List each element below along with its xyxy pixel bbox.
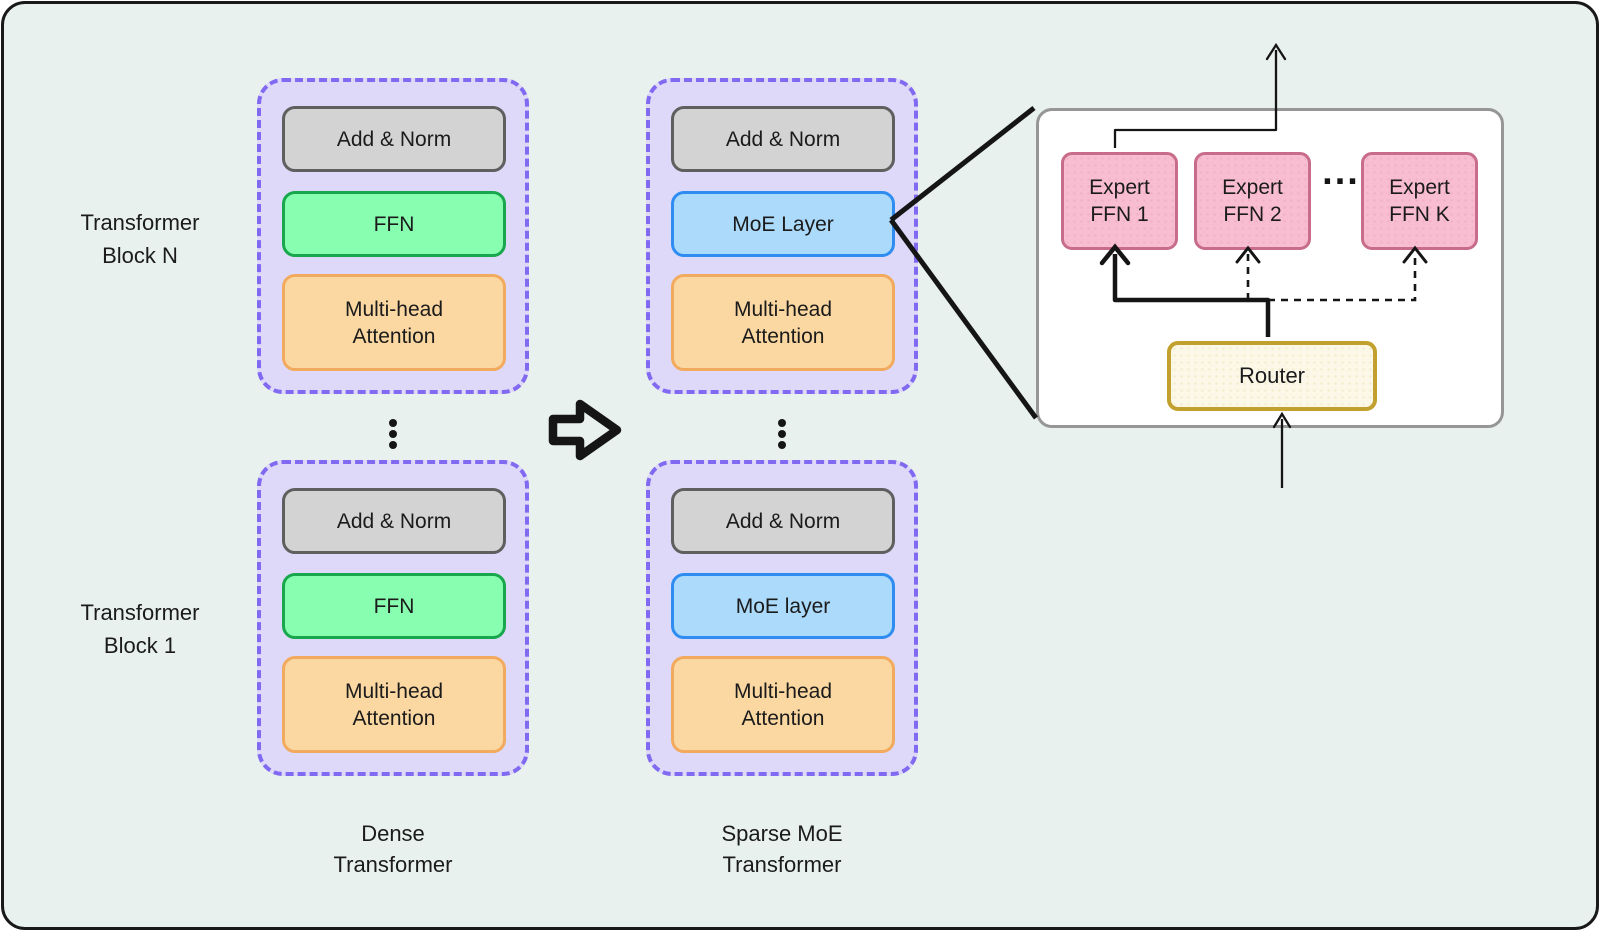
- add-norm-box: Add & Norm: [282, 106, 506, 172]
- sparse-moe-transformer-caption: Sparse MoE Transformer: [646, 818, 918, 880]
- vertical-ellipsis-icon: [389, 419, 397, 452]
- moe-layer-box: MoE Layer: [671, 191, 895, 257]
- label-line: Transformer: [80, 600, 200, 625]
- expert-ffn-1-box: Expert FFN 1: [1061, 152, 1178, 250]
- expert-label-line: Expert: [1089, 176, 1150, 199]
- experts-ellipsis: ...: [1322, 151, 1360, 193]
- transformer-block-1-label: Transformer Block 1: [40, 596, 240, 662]
- multi-head-attention-box: Multi-head Attention: [282, 274, 506, 371]
- sparse-moe-block-1: Add & Norm MoE layer Multi-head Attentio…: [646, 460, 918, 776]
- layer-label: FFN: [373, 212, 415, 236]
- caption-line: Transformer: [722, 852, 842, 877]
- layer-label: Multi-head Attention: [344, 679, 444, 730]
- add-norm-box: Add & Norm: [671, 106, 895, 172]
- add-norm-box: Add & Norm: [282, 488, 506, 554]
- caption-line: Sparse MoE: [721, 821, 843, 846]
- router-box: Router: [1167, 341, 1377, 411]
- layer-label: Add & Norm: [725, 127, 841, 151]
- expert-label-line: FFN 2: [1223, 203, 1282, 226]
- add-norm-box: Add & Norm: [671, 488, 895, 554]
- dense-transformer-block-n: Add & Norm FFN Multi-head Attention: [257, 78, 529, 394]
- layer-label: MoE layer: [735, 594, 831, 618]
- expert-label-line: FFN 1: [1090, 203, 1149, 226]
- layer-label: MoE Layer: [732, 212, 834, 236]
- label-line: Block 1: [103, 633, 177, 658]
- expert-label-line: FFN K: [1389, 203, 1450, 226]
- transformer-block-n-label: Transformer Block N: [40, 206, 240, 272]
- router-label: Router: [1238, 363, 1306, 388]
- caption-line: Dense: [361, 821, 425, 846]
- ffn-box: FFN: [282, 573, 506, 639]
- expert-ffn-k-box: Expert FFN K: [1361, 152, 1478, 250]
- layer-label: Multi-head Attention: [733, 679, 833, 730]
- expert-label-line: Expert: [1222, 176, 1283, 199]
- layer-label: Multi-head Attention: [344, 297, 444, 348]
- ffn-box: FFN: [282, 191, 506, 257]
- layer-label: Multi-head Attention: [733, 297, 833, 348]
- layer-label: Add & Norm: [336, 127, 452, 151]
- dense-transformer-block-1: Add & Norm FFN Multi-head Attention: [257, 460, 529, 776]
- sparse-moe-block-n: Add & Norm MoE Layer Multi-head Attentio…: [646, 78, 918, 394]
- caption-line: Transformer: [333, 852, 453, 877]
- layer-label: FFN: [373, 594, 415, 618]
- multi-head-attention-box: Multi-head Attention: [282, 656, 506, 753]
- moe-layer-box: MoE layer: [671, 573, 895, 639]
- moe-detail-panel: Expert FFN 1 Expert FFN 2 Expert FFN K .…: [1036, 108, 1504, 428]
- multi-head-attention-box: Multi-head Attention: [671, 274, 895, 371]
- vertical-ellipsis-icon: [778, 419, 786, 452]
- layer-label: Add & Norm: [725, 509, 841, 533]
- expert-ffn-2-box: Expert FFN 2: [1194, 152, 1311, 250]
- label-line: Transformer: [80, 210, 200, 235]
- layer-label: Add & Norm: [336, 509, 452, 533]
- label-line: Block N: [102, 243, 178, 268]
- multi-head-attention-box: Multi-head Attention: [671, 656, 895, 753]
- expert-label-line: Expert: [1389, 176, 1450, 199]
- dense-transformer-caption: Dense Transformer: [257, 818, 529, 880]
